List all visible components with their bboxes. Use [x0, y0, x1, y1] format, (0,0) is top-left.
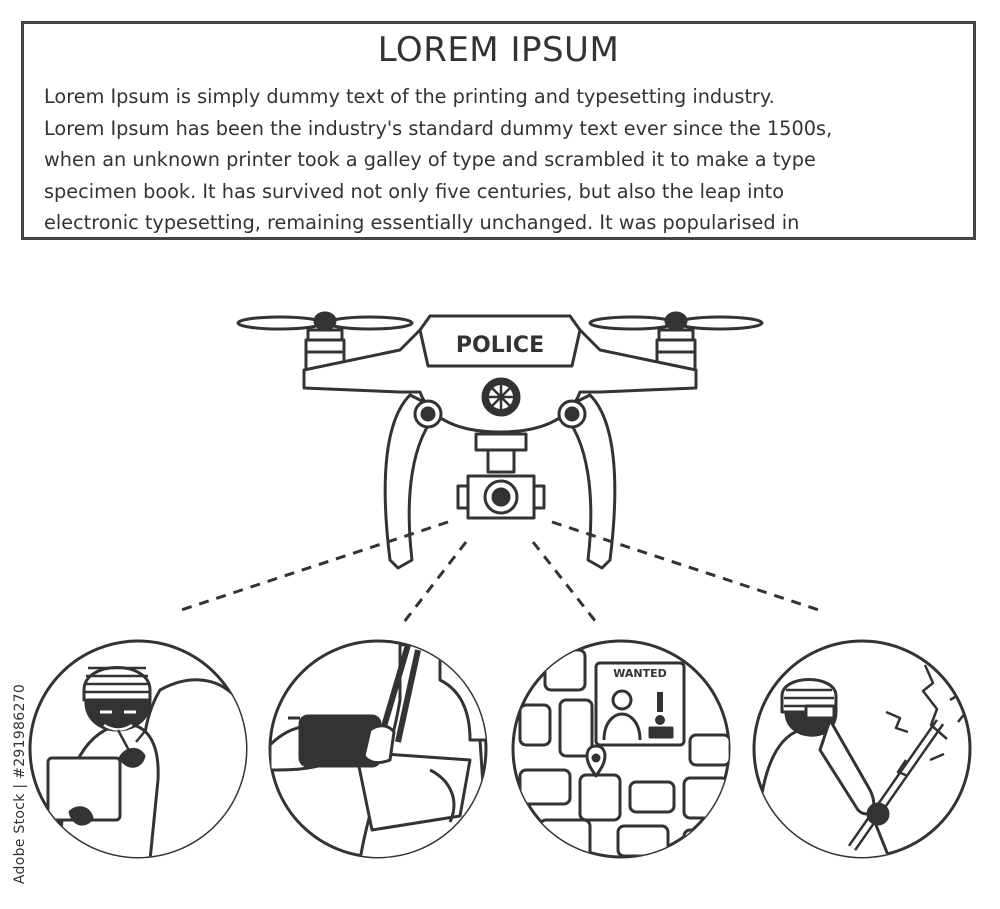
- police-badge-icon: [481, 377, 521, 417]
- stock-watermark-id: Adobe Stock | #291986270: [12, 683, 28, 885]
- drone-police-label: POLICE: [455, 333, 545, 358]
- title: LOREM IPSUM: [377, 30, 620, 70]
- police-drone: [236, 311, 764, 570]
- left-leg: [383, 393, 442, 570]
- text-box: LOREM IPSUM Lorem Ipsum is simply dummy …: [21, 21, 976, 240]
- scene-burglar: [28, 639, 248, 859]
- body-text: Lorem Ipsum is simply dummy text of the …: [44, 85, 833, 234]
- scene-vandal: [752, 639, 972, 859]
- wanted-poster-label: WANTED: [613, 667, 667, 680]
- scene-operator: [268, 639, 488, 859]
- right-leg: [558, 393, 617, 570]
- camera-beams: [174, 520, 826, 623]
- left-propeller: [236, 311, 414, 372]
